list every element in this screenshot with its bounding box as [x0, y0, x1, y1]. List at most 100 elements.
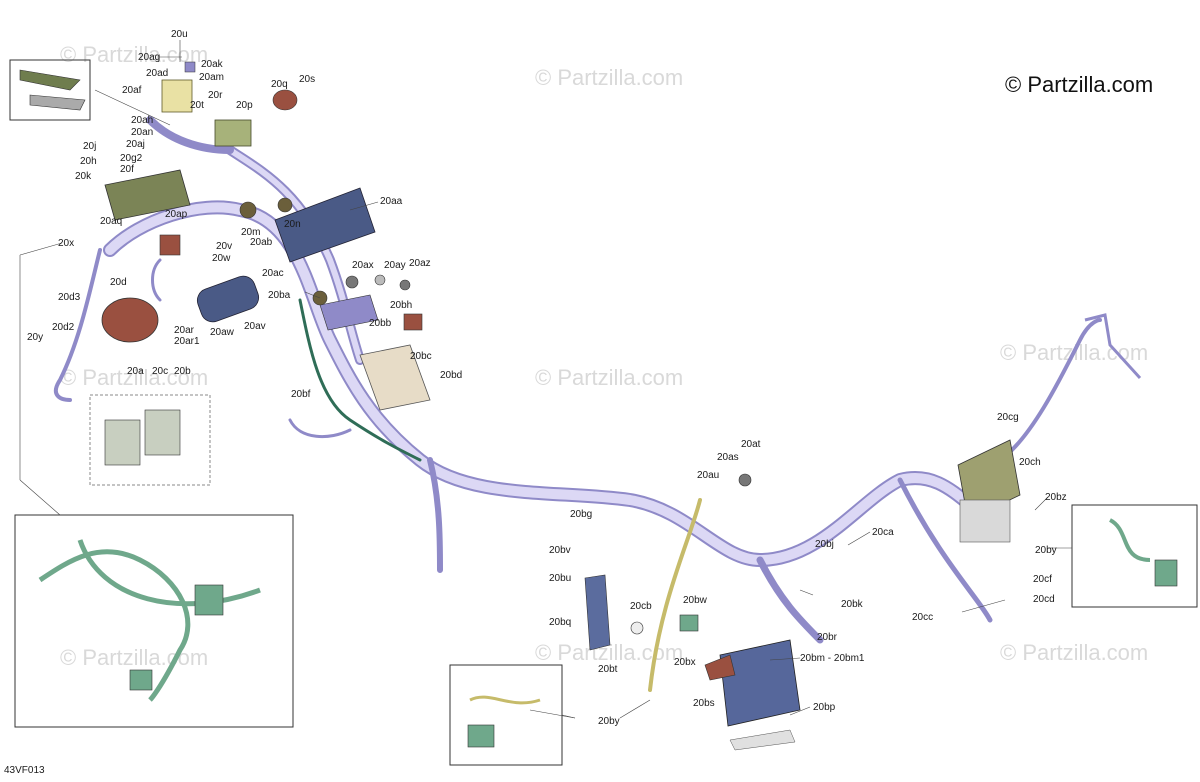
callout-label: 20bc	[410, 351, 432, 362]
watermark-text: © Partzilla.com	[60, 365, 208, 390]
callout-labels: 20u 20ag 20ak 20ad 20am 20af 20r 20t 20p…	[27, 29, 1067, 727]
callout-label: 20ag	[138, 52, 160, 63]
callout-label: 20ch	[1019, 457, 1041, 468]
callout-label: 20az	[409, 258, 431, 269]
callout-label: 20ca	[872, 527, 894, 538]
callout-label: 20aa	[380, 196, 403, 207]
callout-label: 20h	[80, 156, 97, 167]
display-unit	[274, 187, 376, 263]
callout-label: 20bh	[390, 300, 412, 311]
battery	[719, 639, 801, 727]
callout-label: 20ay	[384, 260, 406, 271]
callout-label: 20d2	[52, 322, 75, 333]
callout-label: 20bu	[549, 573, 571, 584]
watermark-text: © Partzilla.com	[1000, 640, 1148, 665]
copyright-text: © Partzilla.com	[1005, 72, 1153, 97]
callout-label: 20f	[120, 164, 134, 175]
connector-detail-box	[1071, 504, 1198, 608]
callout-label: 20q	[271, 79, 288, 90]
watermark-text: © Partzilla.com	[535, 65, 683, 90]
callout-label: 20t	[190, 100, 204, 111]
callout-label: 20bd	[440, 370, 462, 381]
callout-label: 20m	[241, 227, 260, 238]
watermark-text: © Partzilla.com	[60, 645, 208, 670]
callout-label: 20ar1	[174, 336, 200, 347]
callout-label: 20bm - 20bm1	[800, 653, 865, 664]
callout-label: 20ap	[165, 209, 188, 220]
callout-label: 20w	[212, 253, 231, 264]
callout-label: 20ah	[131, 115, 153, 126]
callout-label: 20bb	[369, 318, 392, 329]
callout-label: 20bs	[693, 698, 715, 709]
callout-label: 20bj	[815, 539, 834, 550]
callout-label: 20an	[131, 127, 153, 138]
horn	[272, 89, 298, 111]
callout-label: 20af	[122, 85, 142, 96]
callout-label: 20ac	[262, 268, 284, 279]
callout-label: 20d	[110, 277, 127, 288]
ground-detail-box	[449, 664, 563, 766]
callout-label: 20y	[27, 332, 43, 343]
callout-label: 20bf	[291, 389, 311, 400]
mounting-bracket	[359, 344, 431, 411]
callout-label: 20ab	[250, 237, 273, 248]
main-harness	[53, 116, 1102, 692]
harness-detail-box	[14, 514, 294, 728]
callout-label: 20as	[717, 452, 739, 463]
callout-label: 20bq	[549, 617, 571, 628]
callout-label: 20bx	[674, 657, 696, 668]
callout-label: 20aq	[100, 216, 122, 227]
callout-label: 20bp	[813, 702, 836, 713]
watermark-text: © Partzilla.com	[60, 42, 208, 67]
callout-label: 20cf	[1033, 574, 1052, 585]
callout-label: 20ba	[268, 290, 291, 301]
callout-label: 20aw	[210, 327, 235, 338]
callout-label: 20k	[75, 171, 92, 182]
callout-label: 20p	[236, 100, 253, 111]
callout-label: 20bz	[1045, 492, 1067, 503]
callout-label: 20by	[598, 716, 620, 727]
motor	[101, 297, 159, 343]
callout-label: 20aj	[126, 139, 145, 150]
callout-label: 20n	[284, 219, 301, 230]
callout-label: 20bk	[841, 599, 864, 610]
relay-box	[161, 79, 193, 113]
watermark-text: © Partzilla.com	[535, 365, 683, 390]
battery-bracket	[584, 574, 611, 651]
callout-label: 20j	[83, 141, 96, 152]
callout-label: 20bv	[549, 545, 571, 556]
callout-label: 20cc	[912, 612, 933, 623]
callout-label: 20v	[216, 241, 232, 252]
components	[9, 59, 1198, 766]
ecu-module	[104, 169, 191, 221]
callout-label: 20av	[244, 321, 266, 332]
callout-label: 20a	[127, 366, 144, 377]
callout-label: 20ad	[146, 68, 168, 79]
callout-label: 20r	[208, 90, 223, 101]
callout-label: 20ax	[352, 260, 374, 271]
callout-label: 20by	[1035, 545, 1057, 556]
key-fob	[196, 275, 260, 323]
callout-label: 20x	[58, 238, 74, 249]
callout-label: 20br	[817, 632, 838, 643]
callout-label: 20ak	[201, 59, 224, 70]
callout-label: 20s	[299, 74, 315, 85]
callout-label: 20au	[697, 470, 719, 481]
leader-lines	[19, 40, 1072, 719]
callout-label: 20bg	[570, 509, 592, 520]
callout-label: 20b	[174, 366, 191, 377]
callout-label: 20cd	[1033, 594, 1055, 605]
callout-label: 20cb	[630, 601, 652, 612]
bracket-detail-box	[9, 59, 91, 121]
callout-label: 20c	[152, 366, 168, 377]
callout-label: 20u	[171, 29, 188, 40]
callout-label: 20bw	[683, 595, 708, 606]
callout-label: 20bt	[598, 664, 618, 675]
watermarks: © Partzilla.com © Partzilla.com © Partzi…	[60, 42, 1148, 670]
callout-label: 20ar	[174, 325, 195, 336]
callout-label: 20cg	[997, 412, 1019, 423]
callout-label: 20d3	[58, 292, 81, 303]
callout-label: 20am	[199, 72, 224, 83]
